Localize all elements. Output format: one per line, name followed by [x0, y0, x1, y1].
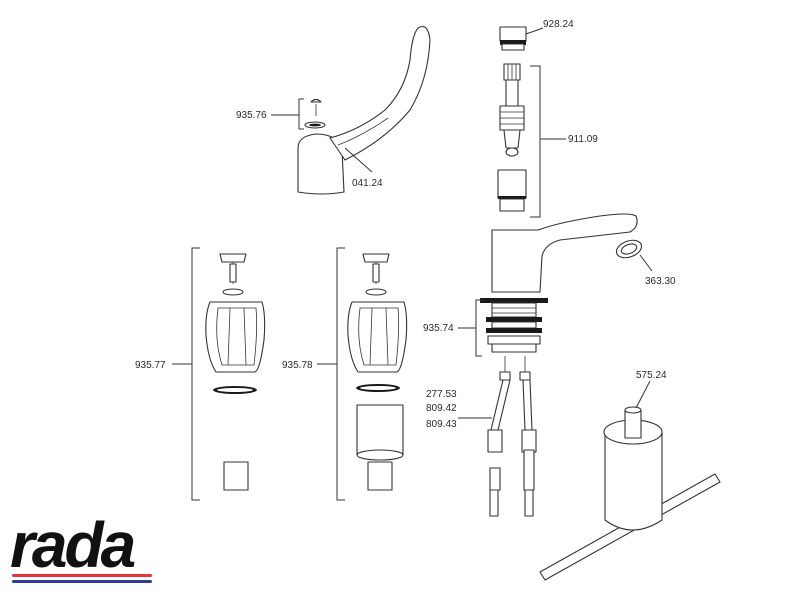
label-935-77: 935.77	[135, 360, 166, 371]
tap-body	[458, 213, 653, 357]
lever-handle-assembly	[271, 25, 431, 195]
label-277-53: 277.53	[426, 389, 457, 400]
label-809-42: 809.42	[426, 403, 457, 414]
logo-stripe-red	[12, 574, 152, 577]
label-363-30: 363.30	[645, 276, 676, 287]
label-041-24: 041.24	[352, 178, 383, 189]
label-935-74: 935.74	[423, 323, 454, 334]
label-935-78: 935.78	[282, 360, 313, 371]
label-928-24: 928.24	[543, 19, 574, 30]
brand-wordmark: rada	[10, 509, 135, 581]
handle-kit-935-77	[172, 247, 266, 501]
handle-kit-935-78	[317, 247, 408, 501]
logo-stripe-blue	[12, 580, 152, 583]
label-809-43: 809.43	[426, 419, 457, 430]
label-575-24: 575.24	[636, 370, 667, 381]
flexible-hoses	[458, 356, 537, 517]
label-935-76: 935.76	[236, 110, 267, 121]
cartridge-stack	[497, 26, 566, 218]
spanner-tool	[539, 380, 721, 581]
label-911-09: 911.09	[568, 134, 598, 145]
rada-logo: rada	[10, 509, 152, 583]
